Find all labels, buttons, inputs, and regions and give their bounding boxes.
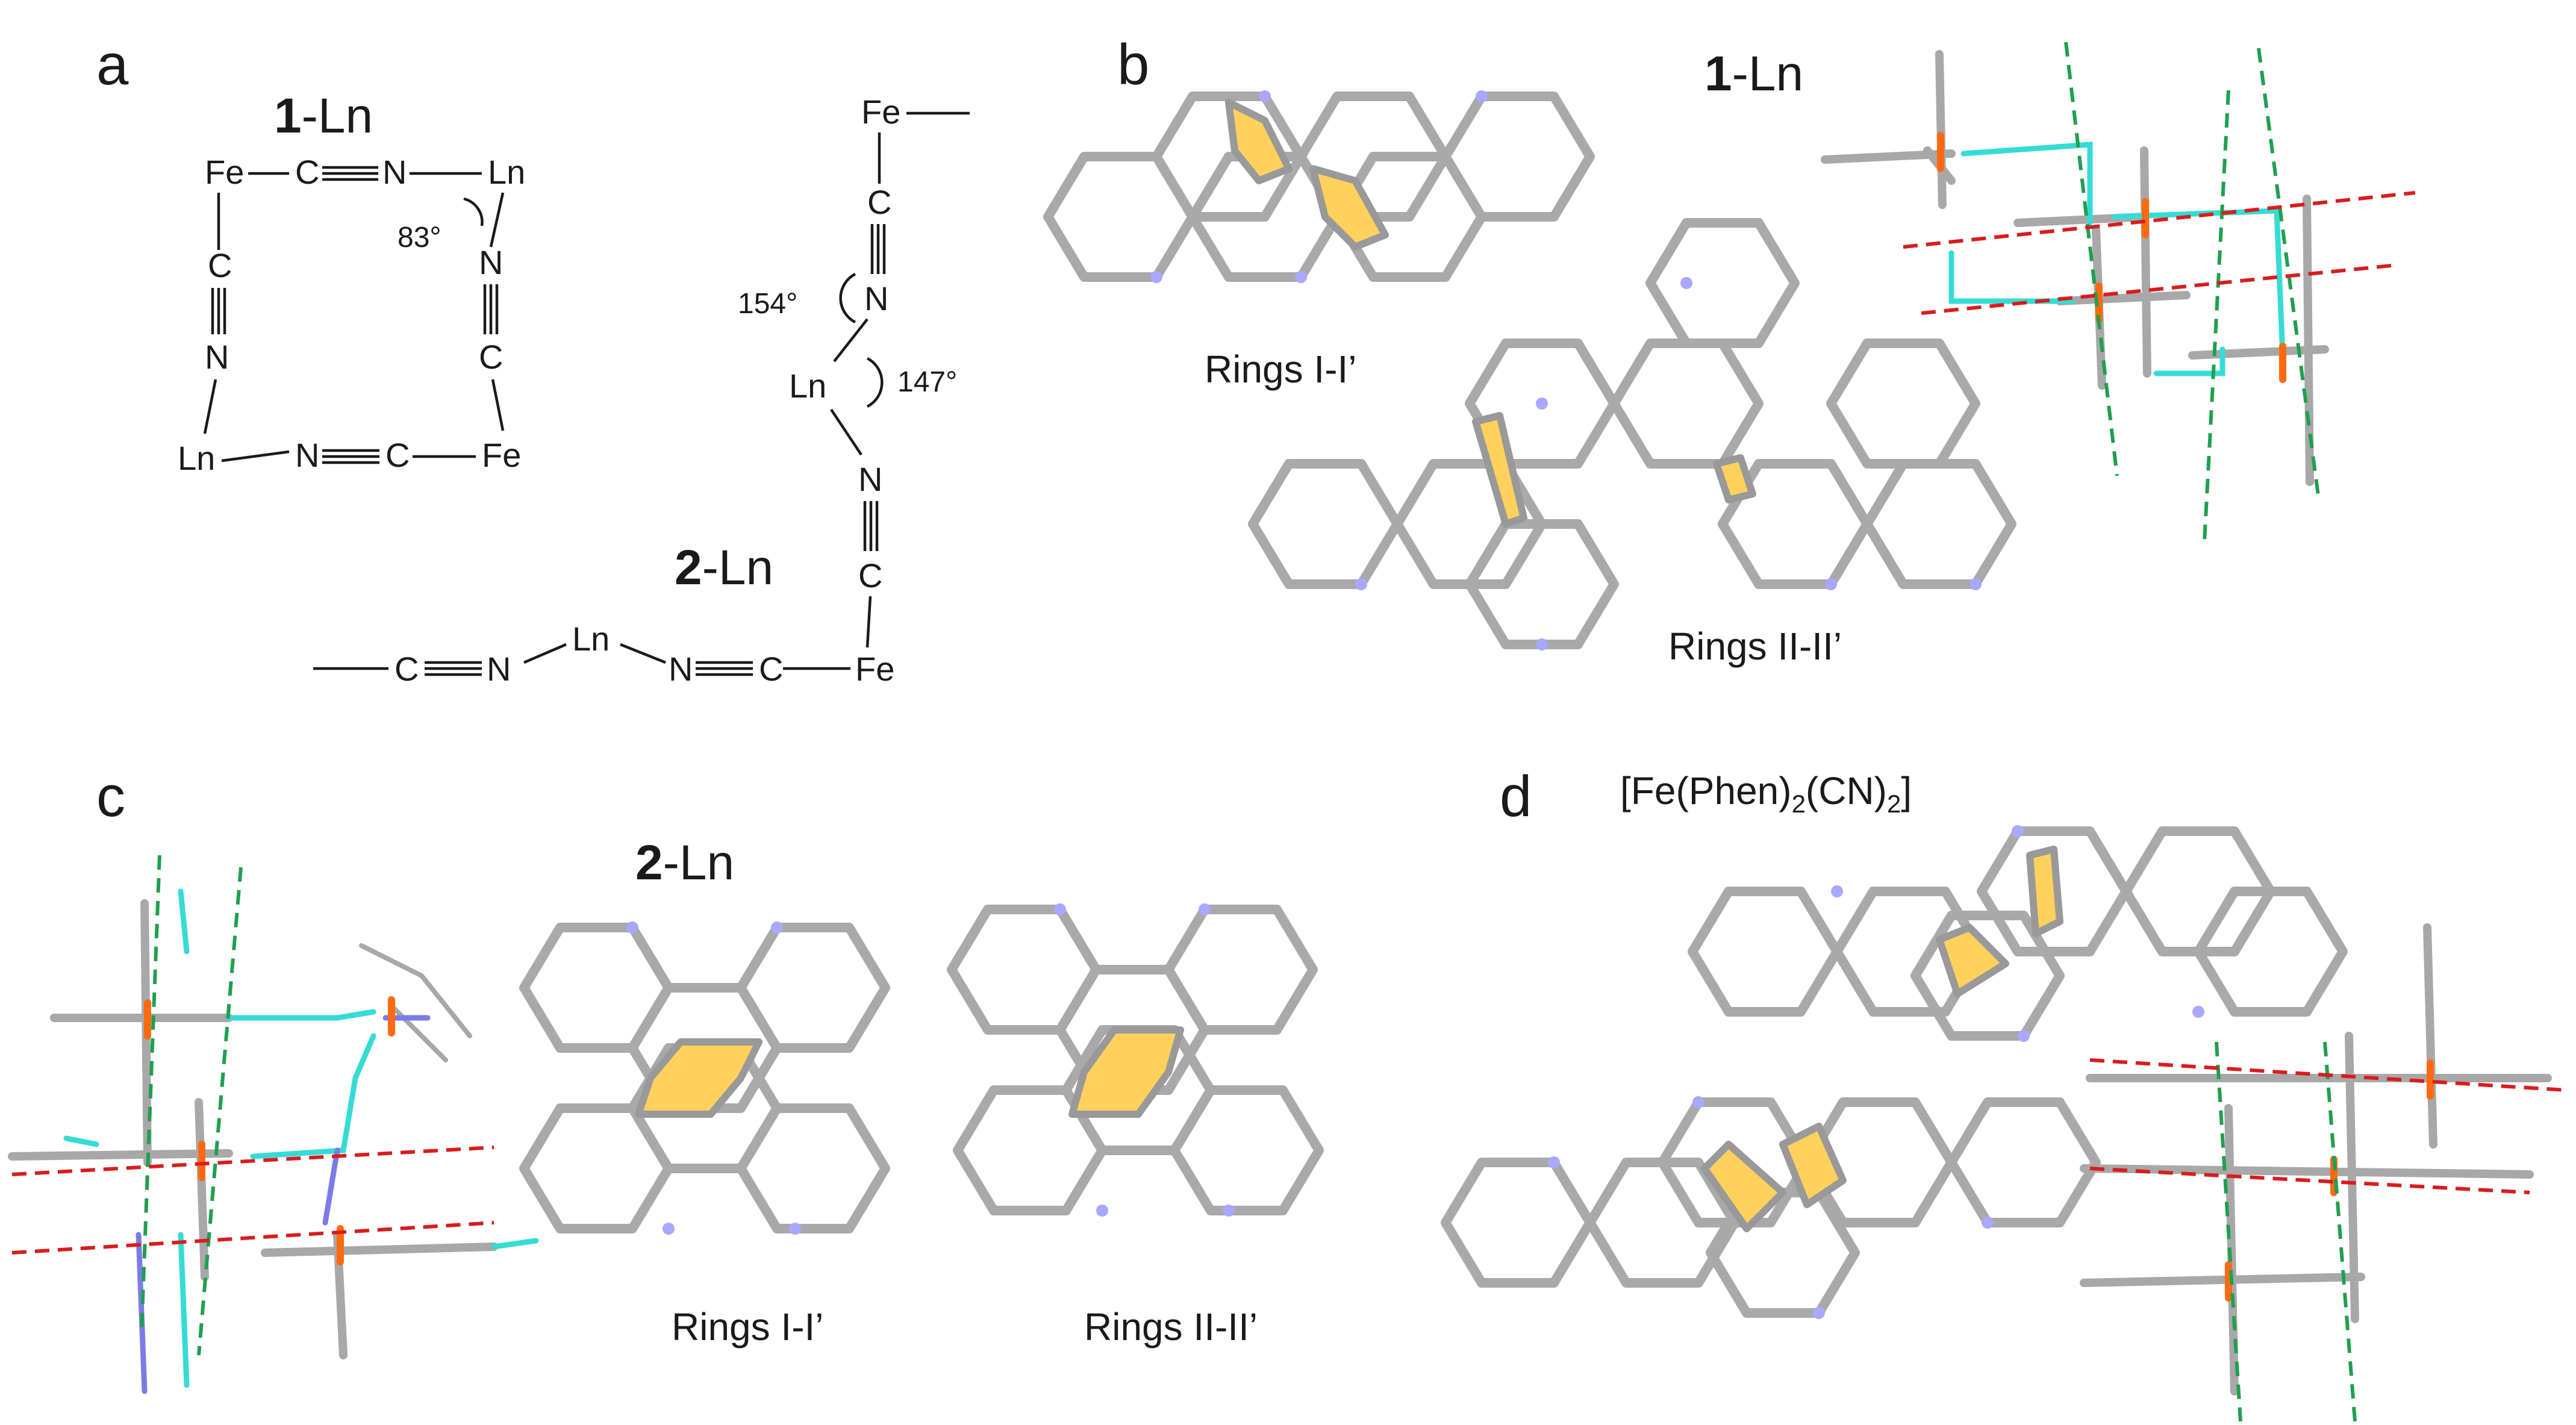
rings-overlap-d-bottom [1441, 1096, 2101, 1319]
overlap-fill-c1 [635, 1038, 763, 1118]
chain-n3: N [487, 650, 511, 688]
panel-c-title-suffix: -Ln [663, 835, 735, 890]
overlap-fill-d1 [2026, 846, 2063, 937]
chain-n1: N [864, 279, 888, 317]
rings-I-overlap-b: Rings I-I’ [1043, 90, 1595, 391]
atom-fe-bottom: Fe [482, 436, 521, 474]
chain-n4: N [669, 650, 693, 688]
panel-c-letter: c [96, 764, 125, 829]
panel-d-title-sub1: 2 [1792, 790, 1806, 818]
chain-title-number: 2 [675, 540, 702, 595]
panel-a-title: 1-Ln [274, 89, 373, 143]
chain-ln-bottom: Ln [572, 620, 610, 658]
panel-d: d [Fe(Phen)2(CN)2] [1441, 764, 2566, 1422]
overlap-fill-b4 [1713, 454, 1756, 504]
chain-c1: C [867, 183, 891, 221]
rings-I-overlap-c: Rings I-I’ [519, 921, 890, 1349]
panel-b-letter: b [1117, 33, 1149, 97]
packing-view-c [8, 855, 539, 1394]
overlap-fill-c2 [1068, 1026, 1184, 1118]
panel-d-title-part1: [Fe(Phen) [1620, 769, 1792, 812]
panel-b-title-number: 1 [1704, 46, 1732, 101]
atom-n-bottom: N [295, 436, 319, 474]
square-structure: Fe C N Ln 83° C N N C Ln [178, 153, 525, 477]
panel-c-title: 2-Ln [635, 835, 734, 890]
panel-a-chain-title: 2-Ln [675, 540, 773, 595]
atom-c-left: C [208, 246, 232, 284]
panel-c-caption-1: Rings I-I’ [672, 1305, 824, 1349]
packing-view-d [2080, 923, 2566, 1422]
overlap-fill-d4 [1779, 1123, 1847, 1208]
angle-arc-83 [463, 197, 484, 226]
overlap-fill-b3 [1472, 412, 1527, 528]
atom-n-right: N [479, 243, 503, 281]
overlap-fill-d2 [1936, 924, 2009, 997]
panel-c: c 2-Ln Rings I-I [8, 764, 1324, 1394]
chain-fe-top: Fe [861, 93, 900, 131]
panel-d-letter: d [1500, 764, 1532, 829]
panel-c-title-number: 2 [635, 835, 663, 890]
panel-d-title-part2: (CN) [1806, 769, 1887, 812]
angle-83-label: 83° [398, 222, 441, 254]
chain-structure: Fe C N 154° Ln 147° N C Fe C [313, 93, 970, 688]
panel-b: b 1-Ln Rings I-I’ [1043, 33, 2416, 668]
panel-b-caption-2: Rings II-II’ [1668, 625, 1842, 668]
chain-angle-154: 154° [738, 288, 797, 320]
rings-II-overlap-c: Rings II-II’ [947, 903, 1324, 1349]
chain-ln-mid: Ln [789, 367, 826, 405]
panel-c-caption-2: Rings II-II’ [1084, 1305, 1258, 1349]
panel-b-title-suffix: -Ln [1732, 46, 1804, 101]
atom-n-left: N [205, 338, 229, 376]
panel-d-title-close: ] [1901, 769, 1912, 812]
panel-d-title-sub2: 2 [1887, 790, 1901, 818]
rings-II-overlap-b: Rings II-II’ [1248, 218, 2016, 668]
chain-c2: C [858, 557, 882, 594]
chain-n2: N [858, 460, 882, 498]
packing-view-b [1821, 42, 2416, 543]
chain-c3: C [395, 650, 419, 688]
atom-n-top: N [382, 153, 407, 191]
atom-c-right: C [479, 338, 503, 376]
panel-d-title: [Fe(Phen)2(CN)2] [1620, 769, 1912, 818]
atom-c-top: C [295, 153, 319, 191]
overlap-fill-b2 [1309, 165, 1389, 251]
atom-ln-bottom: Ln [178, 439, 215, 477]
overlap-fill-d3 [1701, 1141, 1786, 1232]
panel-a: a 1-Ln Fe C N Ln 83° C N N [96, 33, 970, 688]
chain-c4: C [759, 650, 783, 688]
panel-b-caption-1: Rings I-I’ [1205, 348, 1357, 391]
panel-a-title-suffix: -Ln [302, 89, 373, 143]
chain-fe-bottom: Fe [855, 650, 894, 688]
atom-c-bottom: C [385, 436, 410, 474]
chain-angle-147: 147° [897, 366, 957, 398]
panel-a-title-number: 1 [274, 89, 302, 143]
panel-a-letter: a [96, 33, 129, 97]
atom-fe-top: Fe [205, 153, 244, 191]
atom-ln-top: Ln [488, 153, 525, 191]
panel-b-title: 1-Ln [1704, 46, 1803, 101]
overlap-fill-b1 [1225, 99, 1293, 184]
chain-title-suffix: -Ln [702, 540, 774, 595]
rings-overlap-d-top [1688, 825, 2348, 1042]
